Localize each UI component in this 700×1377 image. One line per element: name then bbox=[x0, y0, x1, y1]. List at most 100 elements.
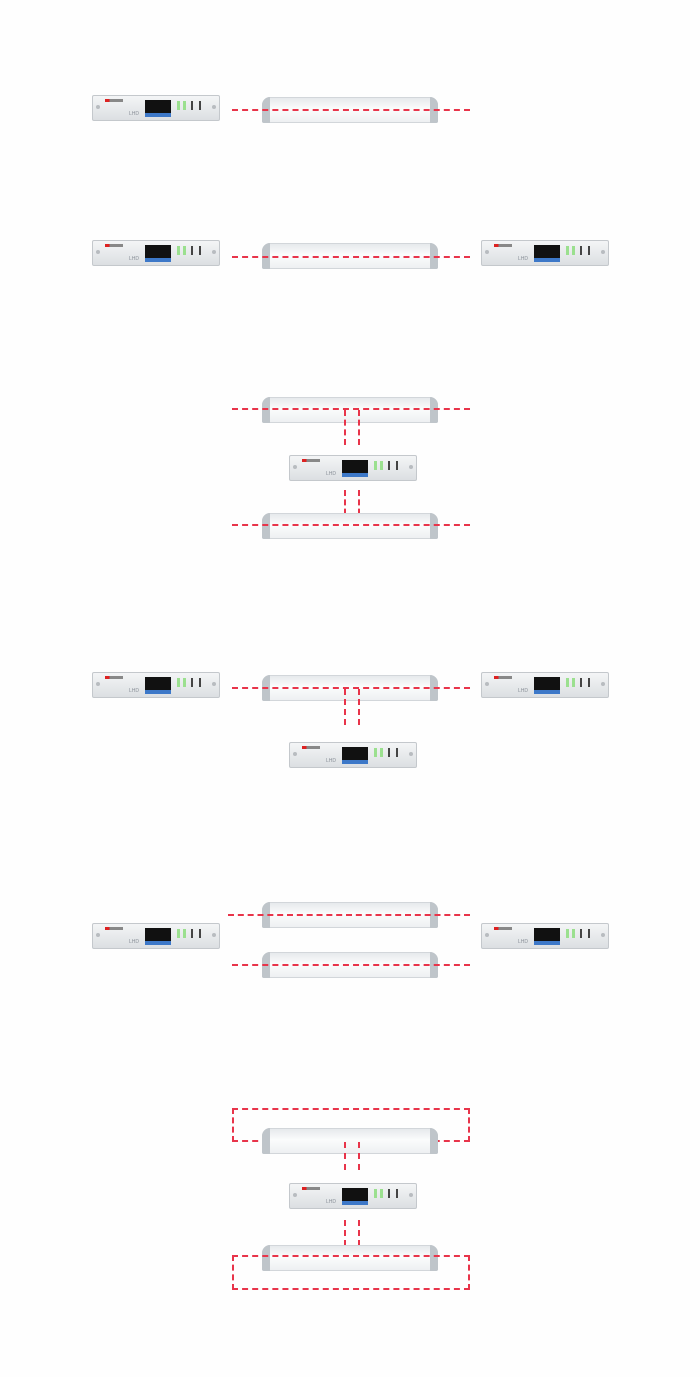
brand-logo bbox=[494, 244, 512, 247]
switch bbox=[191, 929, 193, 938]
brand-logo bbox=[105, 927, 123, 930]
switch bbox=[580, 678, 582, 687]
led-indicator bbox=[177, 246, 180, 255]
link-line bbox=[358, 1142, 360, 1170]
led-indicator bbox=[177, 929, 180, 938]
link-line bbox=[344, 1220, 346, 1256]
keypad bbox=[145, 113, 171, 117]
led-indicator bbox=[380, 748, 383, 757]
display-screen bbox=[342, 747, 368, 760]
link-line bbox=[232, 256, 470, 258]
device: LHD bbox=[481, 923, 609, 949]
device: LHD bbox=[289, 742, 417, 768]
model-label: LHD bbox=[129, 256, 140, 262]
link-line bbox=[232, 109, 470, 111]
device: LHD bbox=[92, 923, 220, 949]
model-label: LHD bbox=[518, 256, 529, 262]
link-line bbox=[344, 490, 346, 524]
switch bbox=[580, 246, 582, 255]
pipe-segment bbox=[262, 1245, 438, 1271]
switch bbox=[388, 1189, 390, 1198]
switch bbox=[580, 929, 582, 938]
model-label: LHD bbox=[326, 471, 337, 477]
device: LHD bbox=[289, 1183, 417, 1209]
brand-logo bbox=[105, 99, 123, 102]
display-screen bbox=[342, 1188, 368, 1201]
switch bbox=[588, 246, 590, 255]
link-line bbox=[344, 689, 346, 725]
switch bbox=[199, 678, 201, 687]
switch bbox=[396, 748, 398, 757]
switch bbox=[191, 678, 193, 687]
model-label: LHD bbox=[518, 939, 529, 945]
brand-logo bbox=[302, 1187, 320, 1190]
led-indicator bbox=[566, 246, 569, 255]
link-line bbox=[344, 410, 346, 445]
display-screen bbox=[342, 460, 368, 473]
display-screen bbox=[145, 928, 171, 941]
led-indicator bbox=[374, 748, 377, 757]
device: LHD bbox=[481, 240, 609, 266]
model-label: LHD bbox=[518, 688, 529, 694]
led-indicator bbox=[566, 678, 569, 687]
keypad bbox=[145, 690, 171, 694]
pipe-segment bbox=[262, 1128, 438, 1154]
display-screen bbox=[534, 677, 560, 690]
keypad bbox=[145, 258, 171, 262]
brand-logo bbox=[494, 676, 512, 679]
device: LHD bbox=[481, 672, 609, 698]
link-line bbox=[358, 490, 360, 524]
device: LHD bbox=[289, 455, 417, 481]
switch bbox=[588, 929, 590, 938]
link-line bbox=[228, 914, 470, 916]
link-line bbox=[344, 1142, 346, 1170]
switch bbox=[396, 1189, 398, 1198]
keypad bbox=[342, 760, 368, 764]
link-line bbox=[232, 964, 470, 966]
link-line bbox=[232, 408, 470, 410]
link-line bbox=[358, 1220, 360, 1256]
display-screen bbox=[145, 245, 171, 258]
switch bbox=[396, 461, 398, 470]
led-indicator bbox=[183, 678, 186, 687]
keypad bbox=[534, 941, 560, 945]
led-indicator bbox=[177, 101, 180, 110]
led-indicator bbox=[380, 461, 383, 470]
switch bbox=[388, 748, 390, 757]
display-screen bbox=[534, 245, 560, 258]
link-line bbox=[232, 524, 470, 526]
display-screen bbox=[534, 928, 560, 941]
switch bbox=[199, 929, 201, 938]
device: LHD bbox=[92, 240, 220, 266]
link-line bbox=[358, 689, 360, 725]
led-indicator bbox=[183, 246, 186, 255]
keypad bbox=[342, 1201, 368, 1205]
device: LHD bbox=[92, 672, 220, 698]
keypad bbox=[534, 690, 560, 694]
pipe-segment bbox=[262, 513, 438, 539]
led-indicator bbox=[572, 678, 575, 687]
model-label: LHD bbox=[129, 111, 140, 117]
switch bbox=[199, 246, 201, 255]
led-indicator bbox=[374, 461, 377, 470]
brand-logo bbox=[302, 459, 320, 462]
display-screen bbox=[145, 677, 171, 690]
brand-logo bbox=[105, 244, 123, 247]
led-indicator bbox=[183, 929, 186, 938]
brand-logo bbox=[105, 676, 123, 679]
switch bbox=[588, 678, 590, 687]
led-indicator bbox=[183, 101, 186, 110]
led-indicator bbox=[374, 1189, 377, 1198]
link-loop bbox=[232, 1255, 470, 1290]
switch bbox=[191, 246, 193, 255]
device: LHD bbox=[92, 95, 220, 121]
model-label: LHD bbox=[129, 939, 140, 945]
brand-logo bbox=[494, 927, 512, 930]
model-label: LHD bbox=[129, 688, 140, 694]
led-indicator bbox=[177, 678, 180, 687]
switch bbox=[191, 101, 193, 110]
pipe-segment bbox=[262, 397, 438, 423]
led-indicator bbox=[572, 246, 575, 255]
led-indicator bbox=[572, 929, 575, 938]
